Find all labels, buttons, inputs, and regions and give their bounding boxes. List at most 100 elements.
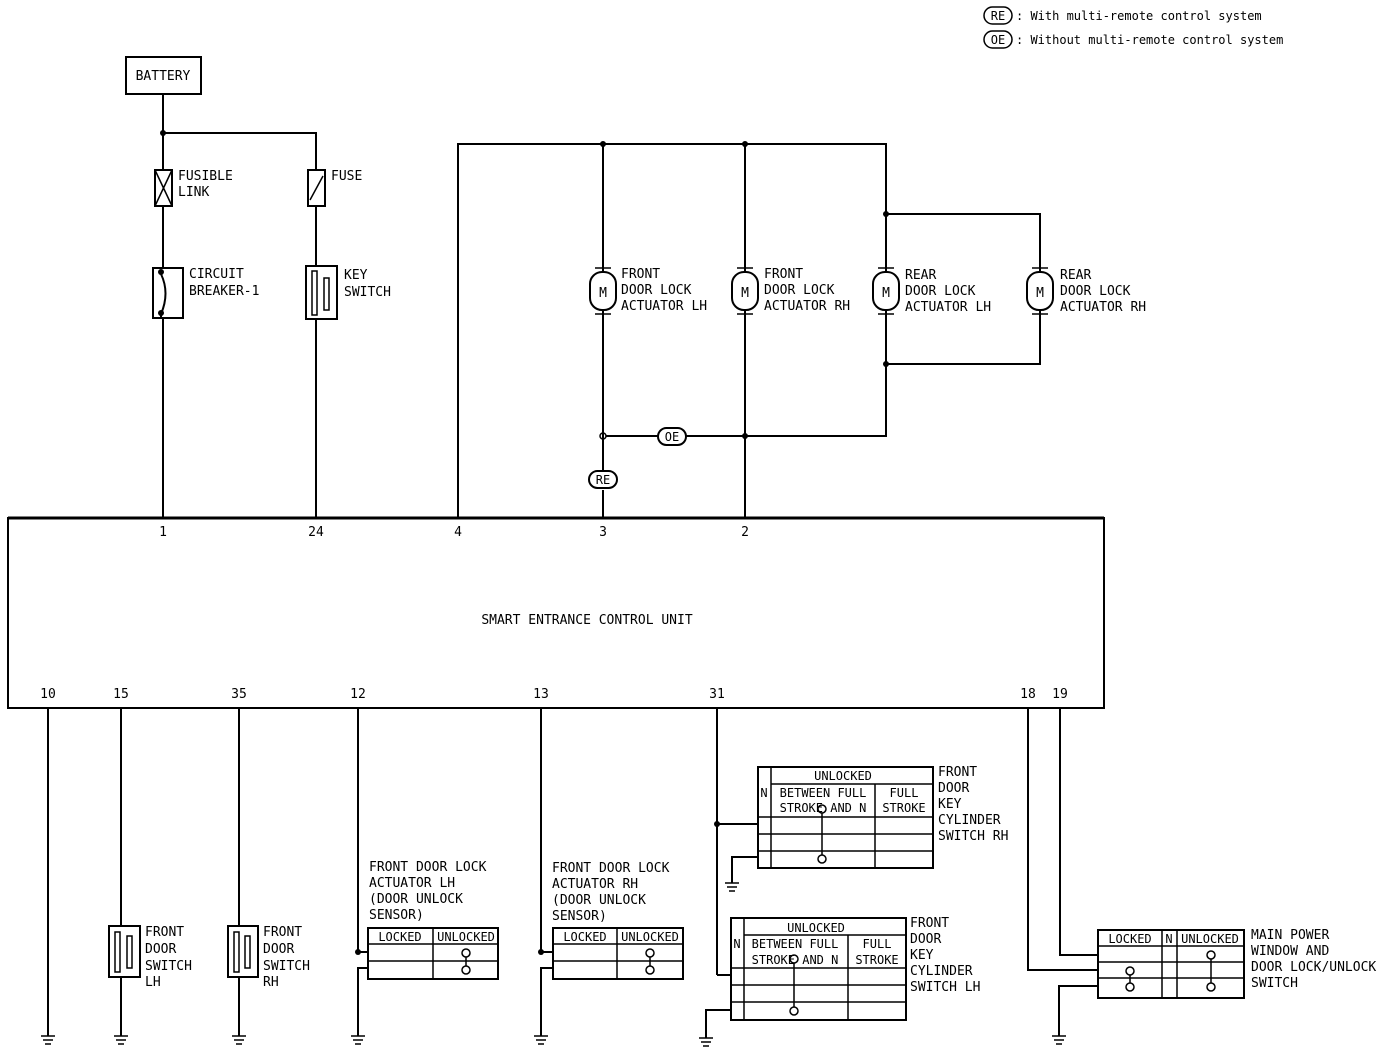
oe-tag: OE [657,427,687,446]
svg-text:REAR: REAR [1060,268,1091,283]
svg-text:DOOR: DOOR [910,932,941,947]
svg-text:N: N [1165,932,1172,946]
svg-text:(DOOR UNLOCK: (DOOR UNLOCK [552,893,646,908]
fuse-feed-wire [163,132,317,170]
svg-text:DOOR: DOOR [938,781,969,796]
svg-text:DOOR LOCK: DOOR LOCK [621,283,692,298]
key-cylinder-switch-rh-table: UNLOCKED N BETWEEN FULL STROKE AND N FUL… [757,765,1008,869]
svg-text:CYLINDER: CYLINDER [938,813,1001,828]
svg-text:KEY: KEY [938,797,962,812]
key-switch: KEY SWITCH [305,265,391,320]
svg-text:UNLOCKED: UNLOCKED [1181,932,1239,946]
svg-text:FRONT: FRONT [145,925,184,940]
svg-text:SWITCH: SWITCH [145,959,192,974]
svg-text:ACTUATOR LH: ACTUATOR LH [621,299,707,314]
svg-text:ACTUATOR RH: ACTUATOR RH [1060,300,1146,315]
svg-text:DOOR LOCK/UNLOCK: DOOR LOCK/UNLOCK [1251,960,1376,975]
front-door-lock-actuator-rh: M FRONT DOOR LOCK ACTUATOR RH [731,267,850,315]
pin-31: 31 [709,687,725,702]
svg-text:FRONT: FRONT [910,916,949,931]
svg-text:DOOR: DOOR [145,942,176,957]
svg-text:SWITCH RH: SWITCH RH [938,829,1008,844]
svg-text:DOOR LOCK: DOOR LOCK [764,283,835,298]
legend: RE : With multi-remote control system OE… [983,6,1283,49]
svg-text:RE: RE [596,473,610,487]
svg-text:ACTUATOR RH: ACTUATOR RH [552,877,638,892]
pin-18: 18 [1020,687,1036,702]
pin-15: 15 [113,687,129,702]
svg-text:M: M [882,286,890,301]
svg-text:FRONT DOOR LOCK: FRONT DOOR LOCK [369,860,487,875]
front-door-lock-actuator-lh: M FRONT DOOR LOCK ACTUATOR LH [589,267,707,315]
pin-4: 4 [454,525,462,540]
svg-text:RH: RH [263,975,279,990]
pin-3: 3 [599,525,607,540]
svg-text:REAR: REAR [905,268,936,283]
svg-text:DOOR: DOOR [263,942,294,957]
pin-35: 35 [231,687,247,702]
svg-text:SWITCH: SWITCH [344,285,391,300]
pin-12: 12 [350,687,366,702]
ground-symbol [40,1035,56,1045]
svg-text:DOOR LOCK: DOOR LOCK [905,284,976,299]
svg-text:BREAKER-1: BREAKER-1 [189,284,259,299]
svg-text:FRONT: FRONT [764,267,803,282]
pin-10: 10 [40,687,56,702]
svg-text:(DOOR UNLOCK: (DOOR UNLOCK [369,892,463,907]
svg-text:CYLINDER: CYLINDER [910,964,973,979]
pin-13: 13 [533,687,549,702]
svg-text:ACTUATOR RH: ACTUATOR RH [764,299,850,314]
smart-entrance-control-unit: SMART ENTRANCE CONTROL UNIT 1 24 4 3 2 1… [7,516,1105,709]
svg-text:LOCKED: LOCKED [563,930,606,944]
svg-text:SENSOR): SENSOR) [552,909,607,924]
svg-text:STROKE AND N: STROKE AND N [752,953,839,967]
svg-text:UNLOCKED: UNLOCKED [787,921,845,935]
legend-oe-text: : Without multi-remote control system [1016,33,1283,47]
svg-text:SWITCH LH: SWITCH LH [910,980,980,995]
main-power-window-switch-table: LOCKED N UNLOCKED MAIN POWER WINDOW AND … [1097,928,1376,999]
svg-text:STROKE AND N: STROKE AND N [780,801,867,815]
svg-text:BATTERY: BATTERY [136,69,191,84]
legend-re-tag: RE [991,9,1005,23]
pin-1: 1 [159,525,167,540]
svg-text:DOOR LOCK: DOOR LOCK [1060,284,1131,299]
svg-text:OE: OE [665,430,679,444]
svg-text:CIRCUIT: CIRCUIT [189,267,244,282]
svg-text:FUSIBLE: FUSIBLE [178,169,233,184]
svg-text:M: M [599,286,607,301]
front-door-switch-rh: FRONT DOOR SWITCH RH [227,925,310,990]
svg-text:FUSE: FUSE [331,169,362,184]
legend-oe-tag: OE [991,33,1005,47]
svg-text:BETWEEN FULL: BETWEEN FULL [752,937,839,951]
svg-text:KEY: KEY [344,268,368,283]
svg-text:M: M [1036,286,1044,301]
svg-text:FULL: FULL [890,786,919,800]
svg-text:LOCKED: LOCKED [378,930,421,944]
key-cylinder-switch-lh-table: UNLOCKED N BETWEEN FULL STROKE AND N FUL… [730,916,980,1021]
rear-door-lock-actuator-lh: M REAR DOOR LOCK ACTUATOR LH [872,267,991,315]
svg-text:SWITCH: SWITCH [1251,976,1298,991]
fusible-link: FUSIBLE LINK [154,169,233,207]
svg-text:WINDOW AND: WINDOW AND [1251,944,1329,959]
svg-text:BETWEEN FULL: BETWEEN FULL [780,786,867,800]
rear-door-lock-actuator-rh: M REAR DOOR LOCK ACTUATOR RH [1026,267,1146,315]
fuse: FUSE [307,169,362,207]
svg-text:N: N [733,937,740,951]
svg-text:N: N [760,786,767,800]
svg-text:UNLOCKED: UNLOCKED [621,930,679,944]
svg-text:M: M [741,286,749,301]
svg-text:MAIN POWER: MAIN POWER [1251,928,1329,943]
legend-re-text: : With multi-remote control system [1016,9,1262,23]
svg-text:UNLOCKED: UNLOCKED [814,769,872,783]
svg-text:FRONT: FRONT [938,765,977,780]
svg-text:FULL: FULL [863,937,892,951]
svg-text:KEY: KEY [910,948,934,963]
lock-bus-wire [457,143,887,518]
svg-text:FRONT: FRONT [263,925,302,940]
svg-text:ACTUATOR LH: ACTUATOR LH [369,876,455,891]
pin-2: 2 [741,525,749,540]
svg-text:UNLOCKED: UNLOCKED [437,930,495,944]
circuit-breaker: CIRCUIT BREAKER-1 [152,267,259,319]
pin-24: 24 [308,525,324,540]
